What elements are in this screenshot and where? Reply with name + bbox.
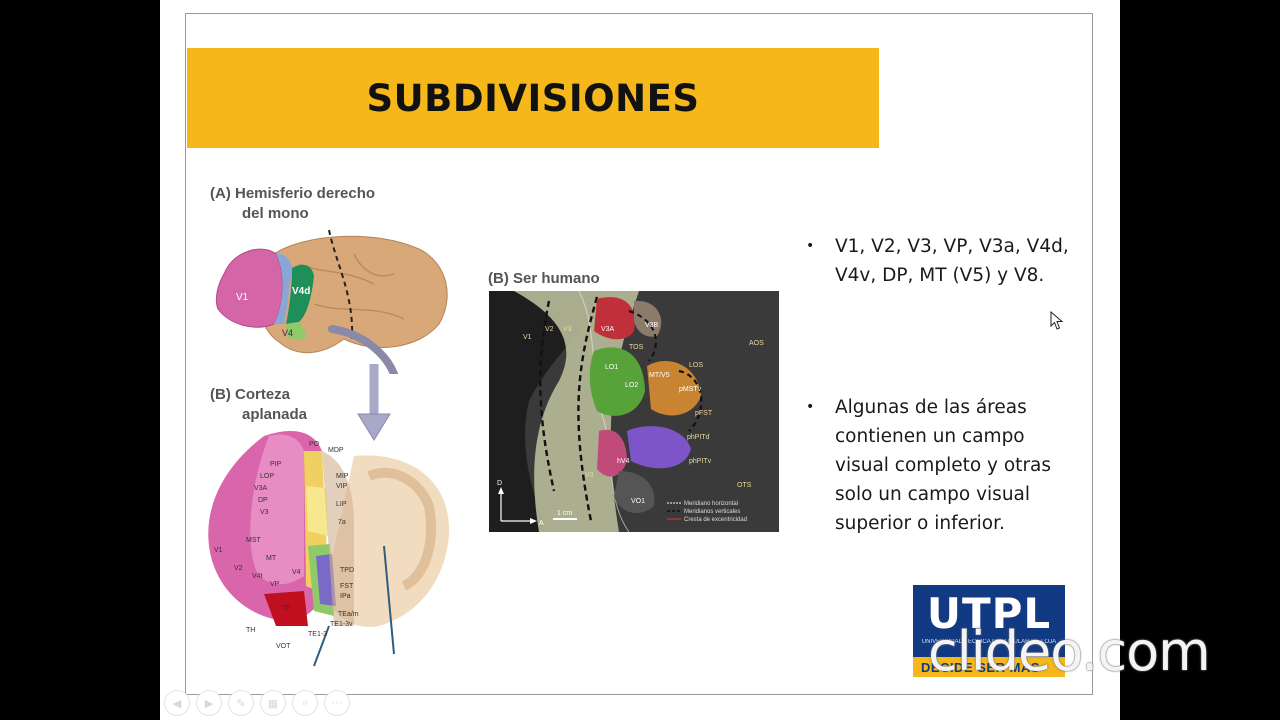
label-v1: V1 [236,292,249,303]
scale-bar-label: 1 cm [557,510,572,517]
flat-label-pip: PIP [270,461,282,468]
presentation-screen: SUBDIVISIONES (A) Hemisferio derecho del… [160,0,1120,720]
bullet-dot-icon: • [806,399,815,415]
flat-label-vip: VIP [336,483,348,490]
svg-text:Meridiano horizontal M: Meridiano horizontal Meridianos vertical… [684,501,747,523]
flat-label-fst: FST [340,583,354,590]
more-icon[interactable]: ··· [324,690,350,716]
flat-label-vp: VP [270,581,280,588]
svg-text:V1 V2 V3: V1 V2 V3 V3A V3B TOS LO1 LO2 MT/V5 pMSTv… [523,322,766,505]
human-label-v1: V1 [523,334,532,341]
human-label-v3b: V3B [645,322,659,329]
human-label-v3v: V3 [585,472,594,479]
title-bar: SUBDIVISIONES [187,48,879,148]
human-label-lo1: LO1 [605,364,618,371]
caption-b-line2: aplanada [242,406,308,423]
human-cortex-figure: V1 V2 V3 V3A V3B TOS LO1 LO2 MT/V5 pMSTv… [489,291,779,532]
flat-label-mip: MIP [336,473,349,480]
human-label-los: LOS [689,362,703,369]
pen-icon[interactable]: ✎ [228,690,254,716]
human-label-phpitv: phPITv [689,458,712,465]
human-label-aos: AOS [749,340,764,347]
flat-label-te13: TE1-3 [308,631,327,638]
flat-label-v2: V2 [234,565,243,572]
flat-label-ipa: IPa [340,593,351,600]
human-label-hv4: hV4 [617,458,630,465]
flat-label-lop: LOP [260,473,274,480]
legend-vertical: Meridianos verticales [684,509,740,515]
bullet-dot-icon: • [806,238,815,254]
flat-label-v4t: V4t [252,573,263,580]
human-label-phpitd: phPITd [687,434,710,441]
flat-label-lip: LIP [336,501,347,508]
legend-horizontal: Meridiano horizontal [684,501,738,507]
human-label-pmstv: pMSTv [679,386,702,393]
human-label-pfst: pFST [695,410,713,417]
caption-a-line1: (A) Hemisferio derecho [210,185,376,202]
flat-label-mt: MT [266,555,277,562]
flat-label-dp: DP [258,497,268,504]
legend-eccentricity: Cresta de excentricidad [684,517,747,523]
flat-label-vot: VOT [276,643,291,650]
flat-label-v3: V3 [260,509,269,516]
flat-label-tpd: TPD [340,567,354,574]
human-label-v3: V3 [563,326,572,333]
human-label-v3a: V3A [601,326,615,333]
slideshow-controls: ◀ ▶ ✎ ▦ ⌕ ··· [164,690,350,716]
arrow-icon [357,364,391,441]
logo-subtitle: UNIVERSIDAD TÉCNICA PARTICULAR DE LOJA [921,639,1057,645]
caption-a-line2: del mono [242,205,309,222]
label-v4: V4 [282,328,293,338]
flat-label-th: TH [246,627,255,634]
slide-title: SUBDIVISIONES [366,76,700,120]
flat-label-mdp: MDP [328,447,344,454]
human-label-v2: V2 [545,326,554,333]
monkey-hemisphere-figure: V1 V4d V4 [215,229,448,374]
axis-a-label: A [539,520,544,527]
next-icon[interactable]: ▶ [196,690,222,716]
caption-b-line1: (B) Corteza [210,386,291,403]
cursor-icon [1050,311,1064,330]
flat-label-v3a: V3A [254,485,268,492]
flat-label-team: TEa/m [338,611,359,618]
flat-label-v1: V1 [214,547,223,554]
human-label-lo2: LO2 [625,382,638,389]
flat-label-mst: MST [246,537,262,544]
svg-text:PO MDP PIP: PO MDP PIP MIP LOP VIP V3A DP LIP V3 V1 … [214,441,361,650]
flattened-cortex-figure: PO MDP PIP MIP LOP VIP V3A DP LIP V3 V1 … [208,431,450,667]
bullet-item: • V1, V2, V3, VP, V3a, V4d, V4v, DP, MT … [806,232,1076,290]
human-label-tos: TOS [629,344,644,351]
zoom-icon[interactable]: ⌕ [292,690,318,716]
utpl-logo: UTPL UNIVERSIDAD TÉCNICA PARTICULAR DE L… [913,585,1065,677]
bullet-item: • Algunas de las áreas contienen un camp… [806,393,1076,538]
flat-label-te13v: TE1-3v [330,621,353,628]
slides-icon[interactable]: ▦ [260,690,286,716]
slide: SUBDIVISIONES (A) Hemisferio derecho del… [185,13,1093,695]
flat-label-7a: 7a [338,519,346,526]
flat-label-v4: V4 [292,569,301,576]
clideo-watermark: clideo.com [928,620,1211,683]
logo-name: UTPL [926,589,1052,638]
axis-d-label: D [497,480,502,487]
caption-human: (B) Ser humano [488,270,600,287]
human-label-mtv5: MT/V5 [649,372,670,379]
label-v4d: V4d [292,286,310,297]
human-label-ots: OTS [737,482,752,489]
flat-label-tf: TF [282,605,291,612]
prev-icon[interactable]: ◀ [164,690,190,716]
human-label-vo1: VO1 [631,498,645,505]
logo-band: DECIDE SER MÁS [913,657,1065,677]
bullet-text: V1, V2, V3, VP, V3a, V4d, V4v, DP, MT (V… [835,236,1069,286]
logo-slogan: DECIDE SER MÁS [921,660,1040,675]
flat-label-po: PO [309,441,320,448]
bullet-text: Algunas de las áreas contienen un campo … [835,397,1052,534]
